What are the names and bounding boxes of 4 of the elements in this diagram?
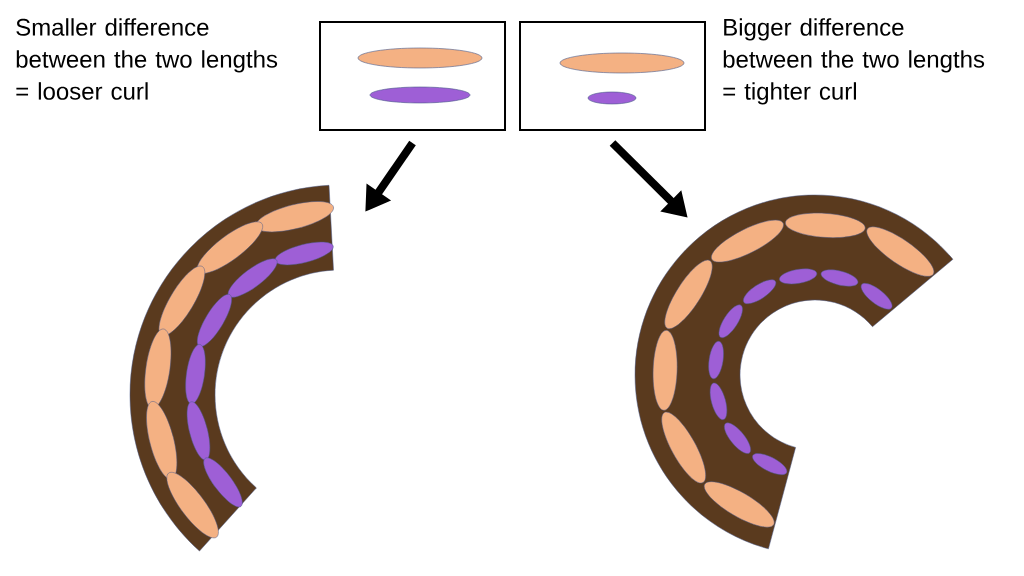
curl-drawing xyxy=(130,185,334,552)
caption-text: Bigger difference between the two lengths = tighter curl xyxy=(723,18,985,105)
curl-drawing xyxy=(634,194,954,550)
caption-text: Smaller difference between the two lengths = looser curl xyxy=(16,18,278,100)
